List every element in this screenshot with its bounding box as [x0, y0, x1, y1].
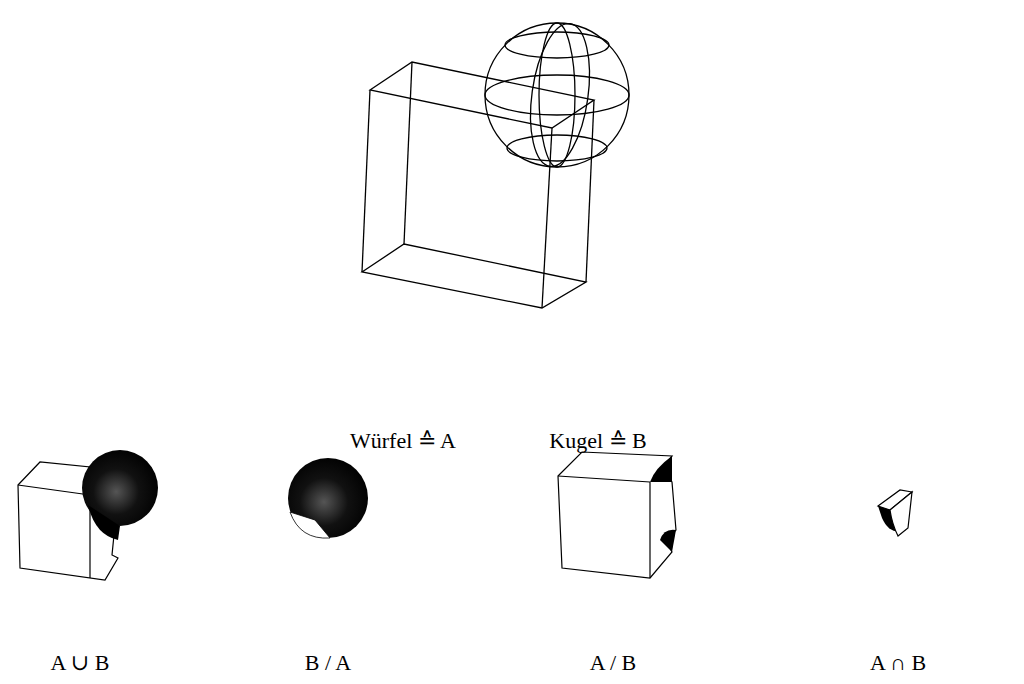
operation-label: B / A	[305, 650, 351, 676]
union-figure	[18, 450, 158, 580]
operation-label: A ∪ B	[51, 650, 110, 676]
cube-wireframe	[362, 62, 594, 308]
difference-a-b-figure	[558, 452, 676, 578]
legend-label: Kugel ≙ B	[549, 428, 646, 454]
sphere-wireframe	[485, 20, 629, 170]
intersection-figure	[878, 490, 912, 536]
difference-b-a-figure	[288, 458, 368, 538]
legend-label: Würfel ≙ A	[350, 428, 456, 454]
operation-label: A / B	[590, 650, 636, 676]
operation-label: A ∩ B	[870, 650, 926, 676]
